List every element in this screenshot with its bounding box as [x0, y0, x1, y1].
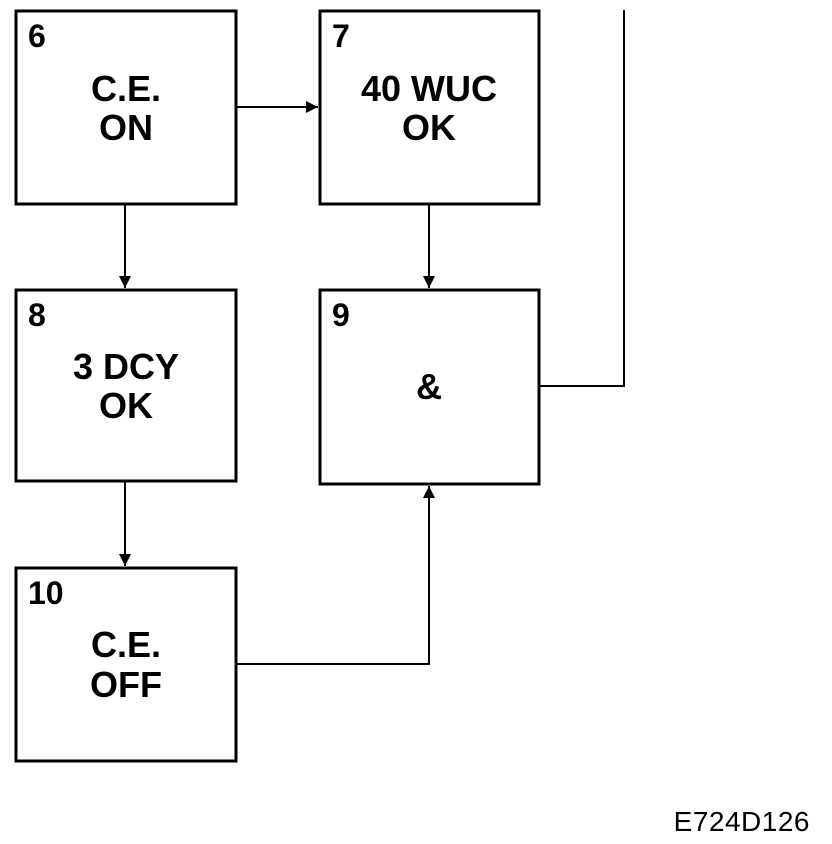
box-number: 7 [332, 18, 350, 54]
box-number: 6 [28, 18, 46, 54]
box-8: 8 3 DCY OK [14, 288, 238, 483]
connector-10-to-9 [236, 486, 435, 665]
box-label-line: C.E. [91, 624, 161, 665]
box-number: 10 [28, 575, 64, 611]
figure-id: E724D126 [673, 806, 810, 837]
box-label-line: C.E. [91, 68, 161, 109]
box-label-line: & [416, 366, 442, 407]
box-9: 9 & [318, 288, 541, 486]
box-number: 9 [332, 297, 350, 333]
box-label-line: OFF [90, 664, 162, 705]
box-label-line: OK [99, 385, 153, 426]
box-label-line: OK [402, 107, 456, 148]
box-6: 6 C.E. ON [14, 9, 238, 206]
box-7: 7 40 WUC OK [318, 9, 541, 206]
box-label-line: 3 DCY [73, 346, 179, 387]
box-number: 8 [28, 297, 46, 333]
box-10: 10 C.E. OFF [14, 566, 238, 763]
connector-9-to-offpage [540, 10, 625, 387]
box-label-line: 40 WUC [361, 68, 497, 109]
connectors [119, 10, 625, 665]
box-label-line: ON [99, 107, 153, 148]
